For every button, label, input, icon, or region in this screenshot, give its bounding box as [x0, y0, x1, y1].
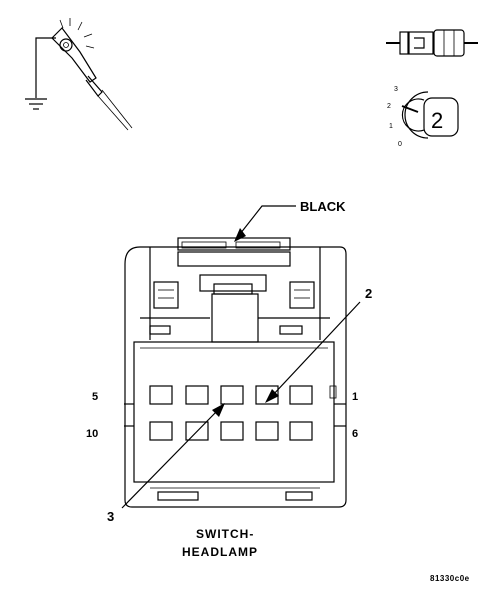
figure-code: 81330c0e	[430, 574, 470, 583]
cavity-6	[289, 421, 313, 441]
cavity-3	[220, 385, 244, 405]
terminal-cavities	[149, 385, 313, 441]
ohm-knob-value: 2	[431, 108, 443, 133]
connector-color-label: BLACK	[300, 199, 346, 214]
ohm-scale-0: 0	[398, 141, 402, 148]
caption-line-1: SWITCH-	[196, 527, 254, 541]
callout-3: 3	[107, 403, 225, 524]
cavity-9	[185, 421, 209, 441]
cavity-10	[149, 421, 173, 441]
connector-plug-icon	[386, 29, 478, 57]
test-light-icon	[35, 18, 133, 131]
callout-3-number: 3	[107, 509, 114, 524]
cavity-1	[289, 385, 313, 405]
cavity-5	[149, 385, 173, 405]
pin-label-1: 1	[352, 391, 358, 403]
callout-2: 2	[265, 286, 372, 403]
caption-line-2: HEADLAMP	[182, 545, 258, 559]
cavity-7	[255, 421, 279, 441]
cavity-8	[220, 421, 244, 441]
connector-body	[124, 237, 347, 508]
pin-label-5: 5	[92, 391, 98, 403]
ohm-scale-3: 3	[394, 86, 398, 93]
ohm-scale-1: 1	[389, 123, 393, 130]
color-callout: BLACK	[234, 199, 346, 242]
ground-icon	[25, 98, 47, 110]
pin-label-6: 6	[352, 428, 358, 440]
ohmmeter-icon: 3 2 1 0 2	[387, 86, 459, 148]
pin-label-10: 10	[86, 428, 98, 440]
callout-2-number: 2	[365, 286, 372, 301]
ohm-scale-2: 2	[387, 103, 391, 110]
cavity-4	[185, 385, 209, 405]
